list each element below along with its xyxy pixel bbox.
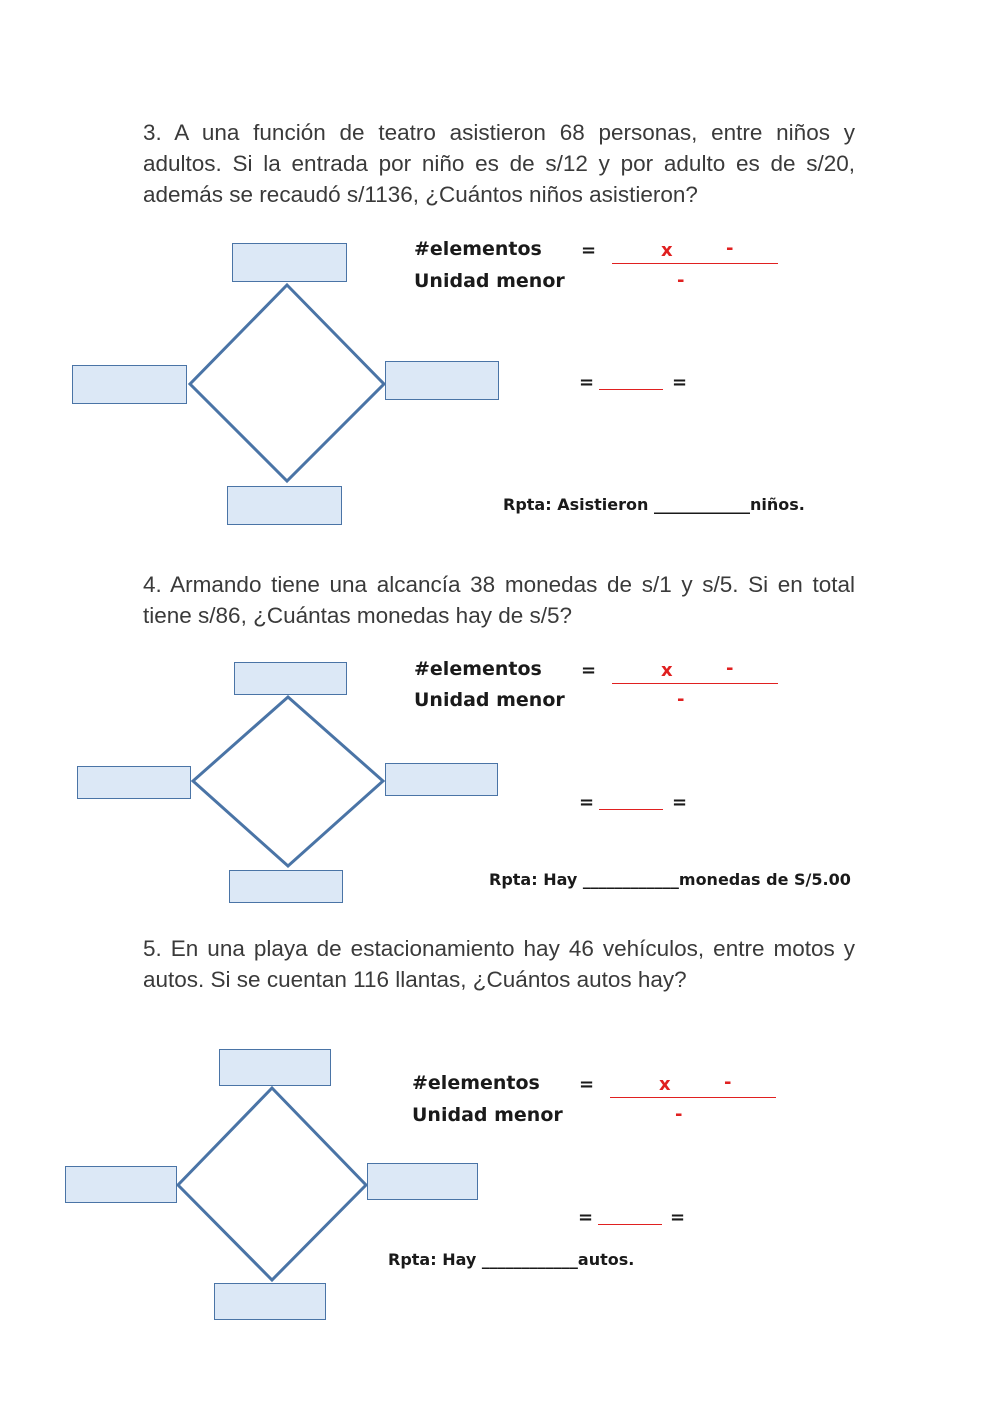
equals-sign: = (672, 792, 688, 813)
diagram-bottom-box[interactable] (227, 486, 342, 525)
answer-line: Rpta: Asistieron ____________niños. (503, 495, 805, 514)
equals-sign: = (579, 792, 595, 813)
answer-blank[interactable]: ____________ (653, 495, 750, 514)
diagram-right-box[interactable] (367, 1163, 478, 1200)
label-elementos: #elementos (414, 238, 542, 260)
equals-sign: = (579, 1074, 595, 1095)
answer-suffix: monedas de S/5.00 (678, 870, 851, 889)
result-blank[interactable] (599, 389, 663, 390)
answer-prefix: Rpta: Asistieron (503, 495, 649, 514)
answer-blank[interactable]: ____________ (582, 870, 679, 889)
minus-sign: - (726, 658, 734, 679)
answer-prefix: Rpta: Hay (489, 870, 578, 889)
label-unidad-menor: Unidad menor (412, 1104, 563, 1126)
label-elementos: #elementos (412, 1072, 540, 1094)
minus-sign-denominator: - (677, 689, 685, 710)
diagram-left-box[interactable] (65, 1166, 177, 1203)
times-sign: x (661, 240, 673, 261)
diagram-top-box[interactable] (234, 662, 347, 695)
diagram-bottom-box[interactable] (214, 1283, 326, 1320)
answer-blank[interactable]: ____________ (481, 1250, 578, 1269)
diagram-diamond (190, 694, 386, 869)
result-blank[interactable] (598, 1224, 662, 1225)
equals-sign: = (581, 240, 597, 261)
answer-suffix: niños. (749, 495, 805, 514)
minus-sign-denominator: - (677, 270, 685, 291)
equals-sign: = (672, 372, 688, 393)
problem-4-text: 4. Armando tiene una alcancía 38 monedas… (143, 572, 855, 628)
problem-5-text: 5. En una playa de estacionamiento hay 4… (143, 936, 855, 992)
answer-line: Rpta: Hay ____________autos. (388, 1250, 634, 1269)
diagram-top-box[interactable] (219, 1049, 331, 1086)
diagram-top-box[interactable] (232, 243, 347, 282)
answer-line: Rpta: Hay ____________monedas de S/5.00 (489, 870, 851, 889)
equals-sign: = (578, 1207, 594, 1228)
diagram-left-box[interactable] (77, 766, 191, 799)
times-sign: x (661, 660, 673, 681)
answer-prefix: Rpta: Hay (388, 1250, 477, 1269)
label-unidad-menor: Unidad menor (414, 689, 565, 711)
minus-sign-denominator: - (675, 1104, 683, 1125)
times-sign: x (659, 1074, 671, 1095)
diagram-left-box[interactable] (72, 365, 187, 404)
diagram-right-box[interactable] (385, 361, 499, 400)
equals-sign: = (579, 372, 595, 393)
equals-sign: = (670, 1207, 686, 1228)
minus-sign: - (724, 1072, 732, 1093)
fraction-bar (612, 263, 778, 264)
minus-sign: - (726, 238, 734, 259)
label-unidad-menor: Unidad menor (414, 270, 565, 292)
result-blank[interactable] (599, 809, 663, 810)
diagram-right-box[interactable] (385, 763, 498, 796)
label-elementos: #elementos (414, 658, 542, 680)
diagram-diamond (175, 1085, 369, 1283)
answer-suffix: autos. (577, 1250, 635, 1269)
fraction-bar (612, 683, 778, 684)
problem-3-text: 3. A una función de teatro asistieron 68… (143, 120, 855, 207)
equals-sign: = (581, 660, 597, 681)
fraction-bar (610, 1097, 776, 1098)
diagram-bottom-box[interactable] (229, 870, 343, 903)
diagram-diamond (187, 282, 387, 484)
